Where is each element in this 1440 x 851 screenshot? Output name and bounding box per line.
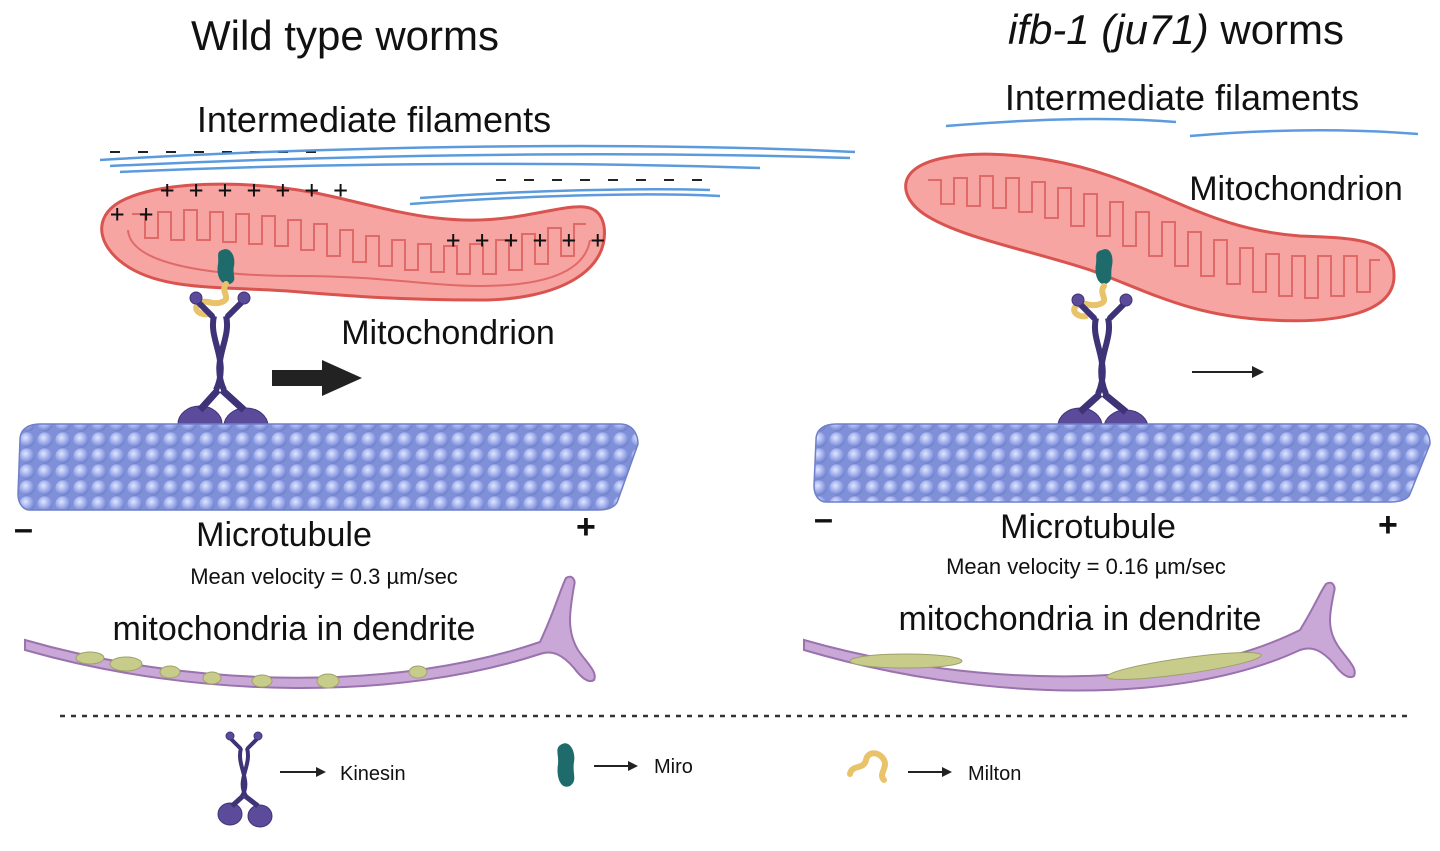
left-velocity: Mean velocity = 0.3 µm/sec xyxy=(190,564,458,589)
left-miro xyxy=(217,249,235,285)
legend-kinesin-label: Kinesin xyxy=(340,763,406,785)
legend-arrow-kinesin xyxy=(280,767,326,777)
right-velocity: Mean velocity = 0.16 µm/sec xyxy=(946,554,1226,579)
left-dendrite xyxy=(24,575,596,689)
right-mitochondrion xyxy=(904,152,1396,323)
left-positive-charges-top: + + + + + + + xyxy=(160,176,348,204)
legend-kinesin-icon xyxy=(217,731,273,828)
legend-milton-icon xyxy=(847,750,888,783)
right-plus-end: + xyxy=(1378,506,1398,544)
left-microtubule xyxy=(17,423,639,511)
legend-milton-label: Milton xyxy=(968,763,1021,785)
left-dendrite-label: mitochondria in dendrite xyxy=(113,610,476,648)
legend-miro-icon xyxy=(557,743,575,787)
left-fast-arrow xyxy=(272,360,362,396)
right-minus-end: – xyxy=(814,500,833,538)
right-dendrite-label: mitochondria in dendrite xyxy=(899,600,1262,638)
left-microtubule-label: Microtubule xyxy=(196,516,372,554)
left-filaments-label: Intermediate filaments xyxy=(197,99,551,140)
left-milton xyxy=(193,281,230,318)
right-miro xyxy=(1095,249,1113,285)
legend-arrow-miro xyxy=(594,761,638,771)
right-mitochondrion-label: Mitochondrion xyxy=(1189,170,1403,208)
right-microtubule xyxy=(813,423,1431,503)
right-microtubule-label: Microtubule xyxy=(1000,508,1176,546)
right-slow-arrow xyxy=(1192,366,1264,378)
right-title: ifb-1 (ju71) worms xyxy=(1008,6,1344,53)
left-plus-end: + xyxy=(576,508,596,546)
right-intermediate-filaments xyxy=(945,117,1419,138)
right-panel: ifb-1 (ju71) worms Intermediate filament… xyxy=(803,6,1431,692)
left-minus-end: – xyxy=(14,510,33,548)
right-title-strain: ifb-1 (ju71) xyxy=(1008,6,1209,53)
left-positive-charges-right: + + + + + + xyxy=(446,226,605,254)
right-title-rest: worms xyxy=(1209,6,1344,53)
left-kinesin xyxy=(177,291,269,445)
left-mitochondrion-label: Mitochondrion xyxy=(341,314,555,352)
left-title: Wild type worms xyxy=(191,12,499,59)
left-intermediate-filaments xyxy=(99,144,856,206)
legend: Kinesin Miro Milton xyxy=(217,731,1021,828)
right-milton xyxy=(1071,283,1108,320)
legend-arrow-milton xyxy=(908,767,952,777)
right-filaments-label: Intermediate filaments xyxy=(1005,77,1359,118)
legend-miro-label: Miro xyxy=(654,756,693,778)
right-kinesin xyxy=(1057,293,1149,447)
right-dendrite xyxy=(803,581,1356,692)
left-panel: Wild type worms Intermediate filaments xyxy=(14,12,856,689)
left-positive-charges-left: + + xyxy=(110,200,153,228)
